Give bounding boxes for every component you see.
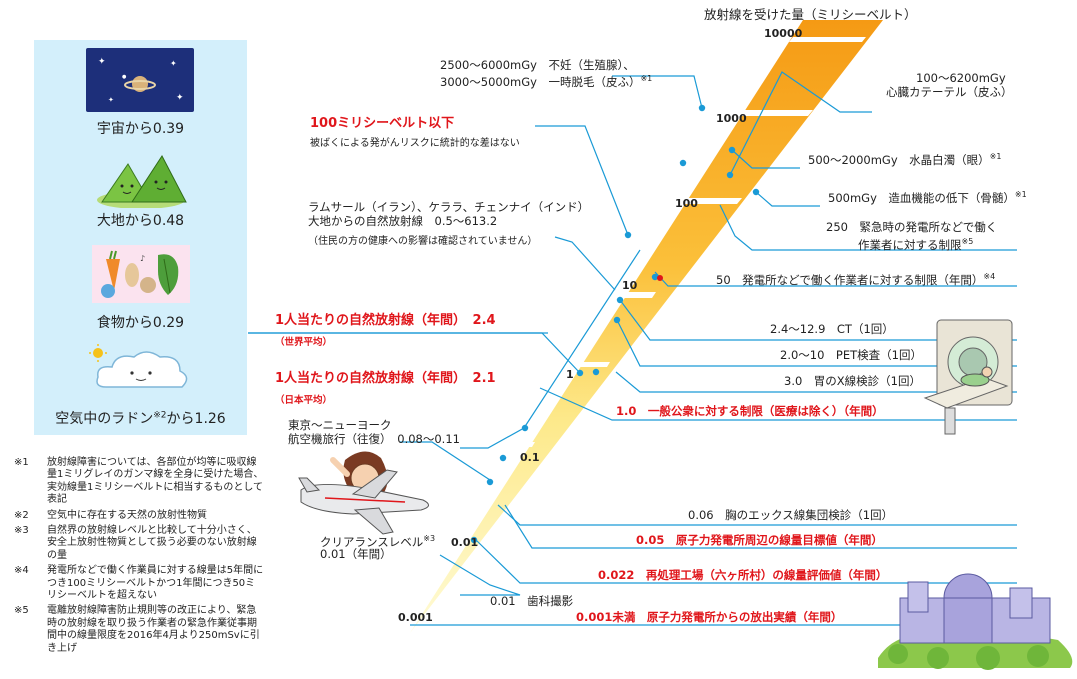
dose-dots: [470, 104, 760, 544]
red-dot: [657, 275, 663, 281]
svg-text:✦: ✦: [176, 93, 184, 103]
clearance-line-1: クリアランスレベル※3: [320, 534, 436, 549]
svg-text:✦: ✦: [98, 57, 106, 67]
ramsar-line-1: ラムサール（イラン）、ケララ、チェンナイ（インド）: [308, 200, 590, 214]
japan-average-subtitle: （日本平均）: [275, 395, 333, 406]
npp-release-label: 0.001未満 原子力発電所からの放出実績（年間）: [576, 610, 843, 624]
airplane-icon: [298, 451, 429, 535]
connector-lines: [248, 71, 1017, 596]
axis-title: 放射線を受けた量（ミリシーベルト）: [704, 7, 917, 22]
svg-text:●: ●: [122, 74, 127, 80]
infertility-line-1: 2500～6000mGy 不妊（生殖腺）、: [440, 58, 635, 72]
power-plant-icon: [878, 573, 1073, 670]
flight-line-2: 航空機旅行（往復） 0.08～0.11: [288, 432, 460, 446]
food-icon: ♪: [92, 245, 190, 303]
source-space-label: 宇宙から0.39: [96, 121, 185, 137]
source-earth-label: 大地から0.48: [96, 213, 185, 229]
svg-text:✦: ✦: [108, 96, 114, 104]
scale-bands: [446, 37, 866, 527]
scale-mark-10: 10: [622, 279, 638, 292]
clearance-line-2: 0.01（年間）: [320, 547, 392, 561]
cataract-label: 500～2000mGy 水晶白濁（眼）※1: [808, 152, 1002, 167]
world-average-title: 1人当たりの自然放射線（年間） 2.4: [275, 313, 496, 328]
catheter-line-1: 100～6200mGy: [916, 71, 1006, 85]
marrow-label: 500mGy 造血機能の低下（骨髄）※1: [828, 190, 1027, 205]
ramsar-line-3: （住民の方の健康への影響は確認されていません）: [308, 236, 538, 247]
mountain-icon: [92, 148, 190, 209]
emergency-line-1: 250 緊急時の発電所などで働く: [826, 220, 998, 234]
reprocessing-label: 0.022 再処理工場（六ヶ所村）の線量評価値（年間）: [598, 568, 888, 582]
ct-label: 2.4～12.9 CT（1回）: [770, 322, 894, 336]
dental-label: 0.01 歯科撮影: [490, 594, 574, 608]
scale-mark-10000: 10000: [764, 27, 803, 40]
flight-line-1: 東京～ニューヨーク: [288, 418, 392, 432]
ramsar-line-2: 大地からの自然放射線 0.5～613.2: [308, 214, 498, 228]
public-limit-label: 1.0 一般公衆に対する制限（医療は除く）（年間）: [616, 404, 884, 418]
limit100-title: 100ミリシーベルト以下: [310, 116, 455, 131]
scale-mark-0.1: 0.1: [520, 451, 540, 464]
natural-radiation-panel: ✦ ✦ ✦ ✦ ● 宇宙から0.39 大地から0.48: [34, 40, 247, 435]
pet-label: 2.0～10 PET検査（1回）: [780, 348, 922, 362]
scale-mark-0.01: 0.01: [451, 536, 479, 549]
infertility-line-2: 3000～5000mGy 一時脱毛（皮ふ）※1: [440, 74, 653, 89]
space-planet-icon: ✦ ✦ ✦ ✦ ●: [86, 48, 194, 112]
world-average-subtitle: （世界平均）: [275, 337, 333, 348]
dose-scale-wedge: [410, 20, 883, 633]
scale-mark-100: 100: [675, 197, 698, 210]
stomach-label: 3.0 胃のX線検診（1回）: [784, 374, 921, 388]
ct-scanner-icon: [923, 319, 1013, 435]
svg-text:✦: ✦: [170, 59, 177, 68]
npp-target-label: 0.05 原子力発電所周辺の線量目標値（年間）: [636, 533, 883, 547]
catheter-line-2: 心臓カテーテル（皮ふ）: [886, 85, 1013, 99]
scale-mark-1000: 1000: [716, 112, 747, 125]
worker50-label: 50 発電所などで働く作業者に対する制限（年間）※4: [716, 272, 996, 287]
japan-average-title: 1人当たりの自然放射線（年間） 2.1: [275, 371, 496, 386]
cloud-icon: [84, 343, 198, 399]
source-food-label: 食物から0.29: [96, 315, 185, 331]
chest-xray-label: 0.06 胸のエックス線集団検診（1回）: [688, 508, 894, 522]
emergency-line-2: 作業者に対する制限※5: [858, 237, 974, 252]
limit100-subtitle: 被ばくによる発がんリスクに統計的な差はない: [310, 138, 520, 149]
source-radon-label: 空気中のラドン※2から1.26: [55, 410, 226, 427]
scale-mark-1: 1: [566, 368, 574, 381]
scale-mark-0.001: 0.001: [398, 611, 433, 624]
svg-text:♪: ♪: [140, 254, 145, 263]
